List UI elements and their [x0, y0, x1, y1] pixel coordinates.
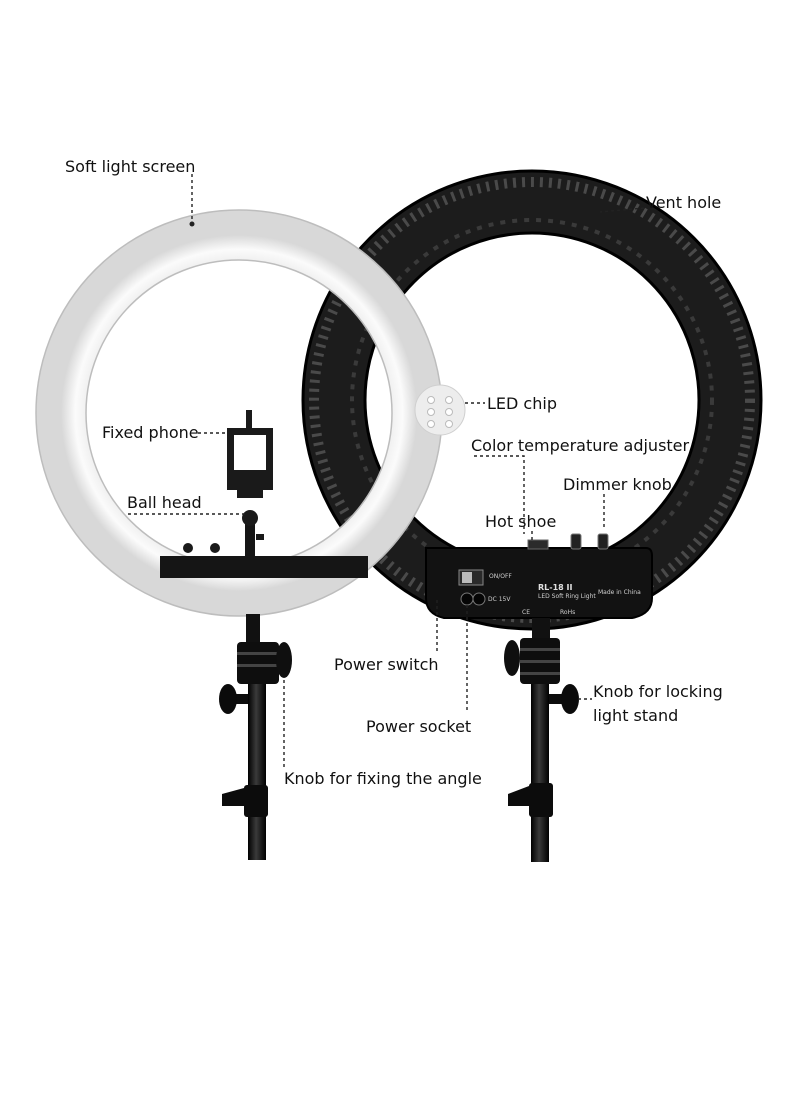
dimmer-knob[interactable] [597, 533, 609, 550]
front-inner-view [160, 410, 368, 578]
back-ring-groove [350, 218, 714, 582]
model-subtitle: LED Soft Ring Light [538, 593, 596, 600]
led-chip-dot-2 [445, 396, 453, 404]
front-locking-knob[interactable] [219, 684, 237, 714]
leader-lines [128, 174, 645, 770]
rohs-label: RoHs [560, 609, 575, 616]
labels: Soft light screen Vent hole LED chip Fix… [65, 157, 723, 788]
label-dimmer-knob: Dimmer knob [563, 475, 672, 494]
front-knob-1 [183, 543, 193, 553]
label-soft-light-screen: Soft light screen [65, 157, 195, 176]
back-stand-pole [531, 684, 549, 862]
front-stand [219, 614, 292, 860]
front-stand-bracket-ridge-2 [237, 664, 279, 667]
hot-shoe[interactable] [527, 539, 549, 550]
power-socket[interactable] [460, 592, 474, 606]
label-hot-shoe: Hot shoe [485, 512, 556, 531]
model-label: RL-18 II [538, 583, 572, 592]
leader-soft-light-screen-dot [189, 221, 195, 227]
locking-knob[interactable] [561, 684, 579, 714]
led-chip-detail [414, 384, 466, 436]
phone-holder-top-jaw [227, 428, 273, 435]
front-stand-bracket [237, 642, 279, 684]
label-power-switch: Power switch [334, 655, 439, 674]
front-locking-stem [232, 694, 248, 704]
led-chip-dot-3 [427, 408, 435, 416]
back-stand [504, 618, 579, 862]
phone-holder-bottom-jaw [233, 470, 267, 490]
phone-holder-left-bar [227, 428, 234, 490]
on-off-label: ON/OFF [489, 573, 512, 580]
front-stand-neck [246, 614, 260, 644]
front-stand-clamp [244, 785, 268, 817]
made-in-label: Made in China [598, 589, 641, 596]
label-vent-hole: Vent hole [646, 193, 721, 212]
leader-color-temperature [474, 455, 525, 534]
back-stand-bracket-ridge-2 [520, 660, 560, 663]
phone-holder[interactable] [227, 410, 273, 498]
phone-holder-base [237, 490, 263, 498]
angle-knob[interactable] [276, 642, 292, 678]
ce-label: CE [522, 609, 530, 616]
led-chip-dot-5 [427, 420, 435, 428]
power-switch-rocker [462, 572, 472, 583]
led-chip-bubble [414, 384, 466, 436]
led-chip-dot-6 [445, 420, 453, 428]
front-stand-pole [248, 684, 266, 860]
label-ball-head: Ball head [127, 493, 202, 512]
color-temperature-knob[interactable] [570, 533, 582, 550]
back-stand-side-knob[interactable] [504, 640, 520, 676]
label-color-temperature-adjuster: Color temperature adjuster [471, 436, 690, 455]
control-box: ON/OFF DC 15V RL-18 II LED Soft Ring Lig… [425, 533, 653, 619]
front-ring [35, 209, 443, 617]
ball-head-lock[interactable] [256, 534, 264, 540]
led-chip-dot-4 [445, 408, 453, 416]
back-stand-bracket-ridge-3 [520, 672, 560, 675]
led-chip-dot-1 [427, 396, 435, 404]
front-control-box-top [160, 556, 368, 578]
front-stand-bracket-ridge-1 [237, 652, 279, 655]
label-knob-fixing-angle: Knob for fixing the angle [284, 769, 482, 788]
front-stand-clamp-lever[interactable] [222, 788, 244, 806]
label-knob-locking-line1: Knob for locking [593, 682, 723, 701]
leader-vent-hole [599, 207, 645, 213]
back-stand-bracket-ridge-1 [520, 648, 560, 651]
input-label: DC 15V [488, 596, 511, 603]
back-stand-clamp [529, 783, 553, 817]
back-stand-clamp-lever[interactable] [508, 786, 529, 806]
label-led-chip: LED chip [487, 394, 557, 413]
ball-head-stem [245, 516, 255, 556]
power-socket-2 [472, 592, 486, 606]
label-power-socket: Power socket [366, 717, 471, 736]
phone-holder-top-pin [246, 410, 252, 430]
phone-holder-right-bar [266, 428, 273, 490]
locking-knob-stem [549, 694, 565, 704]
ball-head[interactable] [242, 510, 258, 526]
front-knob-2 [210, 543, 220, 553]
label-fixed-phone: Fixed phone [102, 423, 199, 442]
back-stand-neck [532, 618, 550, 640]
label-knob-locking-line2: light stand [593, 706, 678, 725]
